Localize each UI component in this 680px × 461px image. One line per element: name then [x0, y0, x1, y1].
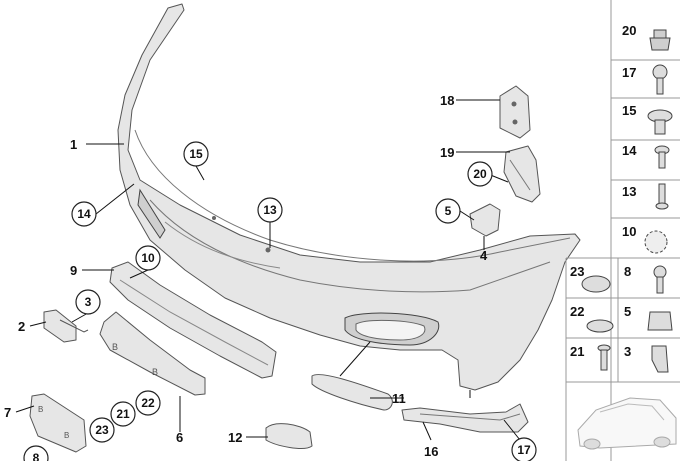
- plain-callouts: 1 9 2 7 6 12 11 16 18 19 4: [4, 93, 488, 459]
- svg-text:B: B: [112, 342, 118, 352]
- small-cover-part: [43, 309, 89, 343]
- licence-plate-bracket: B B: [99, 311, 206, 396]
- callout-2: 2: [18, 319, 25, 334]
- callout-9: 9: [70, 263, 77, 278]
- expanding-rivet-15-icon: [647, 109, 673, 135]
- callout-20: 20: [473, 167, 487, 181]
- sidebar-label-23: 23: [570, 264, 584, 279]
- bracket-4: [469, 203, 501, 237]
- sidebar-label-8: 8: [624, 264, 631, 279]
- fastener-sidebar: 20 17 15 14 13 10 23 8: [565, 0, 680, 461]
- pin-13-icon: [655, 183, 669, 210]
- lower-grille-strip: [109, 261, 277, 379]
- clip-3-icon: [651, 345, 669, 373]
- svg-text:B: B: [38, 405, 43, 414]
- bumper-trim-panel: [117, 3, 581, 391]
- callout-8: 8: [33, 451, 40, 461]
- screw-8-icon: [653, 265, 667, 294]
- callout-23: 23: [95, 423, 109, 437]
- plate-holder-bracket: B B: [29, 393, 87, 453]
- callout-4: 4: [480, 248, 488, 263]
- rivet-14-icon: [654, 145, 670, 169]
- sidebar-label-10: 10: [622, 224, 636, 239]
- svg-text:B: B: [152, 367, 158, 377]
- callout-12: 12: [228, 430, 242, 445]
- sidebar-label-21: 21: [570, 344, 584, 359]
- sidebar-label-5: 5: [624, 304, 631, 319]
- callout-17: 17: [517, 443, 531, 457]
- reflector-cover: [265, 423, 313, 449]
- leader-lines: [15, 99, 521, 441]
- grommet-23-icon: [581, 275, 611, 293]
- sidebar-label-3: 3: [624, 344, 631, 359]
- callout-13: 13: [263, 203, 277, 217]
- fog-lamp-cover: [311, 374, 393, 411]
- circled-callouts: 15 14 13 10 3 22 21 23 8 5 20 17: [23, 141, 537, 461]
- sidebar-label-22: 22: [570, 304, 584, 319]
- callout-3: 3: [85, 295, 92, 309]
- lock-washer-10-icon: [644, 230, 668, 254]
- callout-22: 22: [141, 396, 155, 410]
- sidebar-label-13: 13: [622, 184, 636, 199]
- callout-16: 16: [424, 444, 438, 459]
- callout-5: 5: [445, 204, 452, 218]
- sidebar-label-15: 15: [622, 103, 636, 118]
- spoiler-strip: [401, 403, 529, 433]
- sidebar-label-20: 20: [622, 23, 636, 38]
- clip-nut-20-icon: [649, 29, 671, 51]
- callout-21: 21: [116, 407, 130, 421]
- callout-6: 6: [176, 430, 183, 445]
- callout-7: 7: [4, 405, 11, 420]
- vehicle-thumbnail: [577, 397, 677, 450]
- sidebar-label-17: 17: [622, 65, 636, 80]
- callout-15: 15: [189, 147, 203, 161]
- sidebar-label-14: 14: [622, 143, 637, 158]
- callout-11: 11: [392, 391, 406, 406]
- callout-19: 19: [440, 145, 454, 160]
- callout-18: 18: [440, 93, 454, 108]
- nut-5-icon: [647, 311, 673, 331]
- screw-21-icon: [597, 344, 611, 371]
- svg-text:B: B: [64, 431, 69, 440]
- bracket-18: [499, 85, 531, 139]
- callout-10: 10: [141, 251, 155, 265]
- bracket-19: [503, 145, 541, 203]
- callout-14: 14: [77, 207, 91, 221]
- callout-1: 1: [70, 137, 77, 152]
- screw-17-icon: [652, 64, 668, 95]
- washer-22-icon: [586, 319, 614, 333]
